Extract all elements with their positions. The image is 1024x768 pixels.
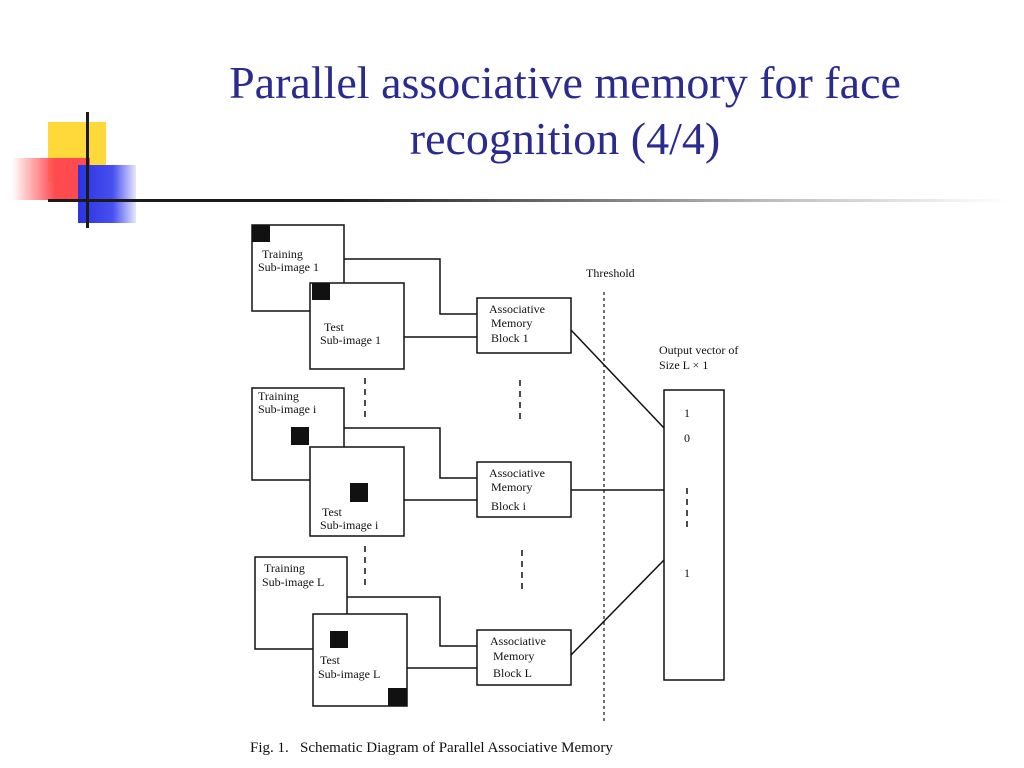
training-label-L-line2: Sub-image L: [262, 575, 324, 589]
decorative-vertical-line: [86, 112, 89, 228]
test-label-1-line2: Sub-image 1: [320, 333, 381, 347]
test-label-L-line2: Sub-image L: [318, 667, 380, 681]
test-label-i-line1: Test: [322, 505, 342, 519]
figure-caption: Fig. 1. Schematic Diagram of Parallel As…: [250, 740, 613, 756]
output-vector-label-line2: Size L × 1: [659, 358, 708, 372]
connector-output-L: [570, 559, 665, 656]
connector-training-i: [344, 427, 477, 479]
pixel-marker-test-i: [350, 483, 368, 502]
decorative-red-bar: [12, 158, 90, 200]
test-label-L-line1: Test: [320, 653, 340, 667]
pixel-marker-training-i: [291, 427, 309, 445]
block-label-L-line3: Block L: [493, 666, 532, 680]
connector-training-1: [344, 258, 477, 315]
threshold-label: Threshold: [586, 266, 635, 280]
block-label-i-line2: Memory: [491, 480, 532, 494]
associative-memory-block-1: [476, 297, 572, 354]
block-label-L-line1: Associative: [490, 634, 546, 648]
pixel-marker-training-L: [330, 631, 348, 648]
block-label-i-line3: Block i: [491, 499, 527, 513]
training-label-1-line1: Training: [262, 247, 303, 261]
pixel-marker-training-1: [252, 225, 270, 242]
block-label-1-line2: Memory: [491, 316, 532, 330]
test-label-1-line1: Test: [324, 320, 344, 334]
training-sub-image-box-1: [251, 224, 345, 312]
output-value-3: 1: [684, 566, 690, 580]
training-label-L-line1: Training: [264, 561, 305, 575]
block-label-L-line2: Memory: [493, 649, 534, 663]
slide-title-line2: recognition (4/4): [409, 113, 721, 164]
connector-training-L: [347, 596, 477, 647]
output-vector-label-line1: Output vector of: [659, 343, 738, 357]
associative-memory-block-L: [476, 629, 572, 686]
test-label-i-line2: Sub-image i: [320, 518, 379, 532]
training-label-i-line1: Training: [258, 389, 299, 403]
slide-title-line1: Parallel associative memory for face: [229, 57, 901, 108]
block-label-i-line1: Associative: [489, 466, 545, 480]
block-label-1-line3: Block 1: [491, 331, 529, 345]
connector-output-1: [570, 329, 665, 429]
test-sub-image-box-1: [309, 282, 405, 370]
block-label-1-line1: Associative: [489, 302, 545, 316]
title-underline: [48, 199, 1008, 202]
training-sub-image-box-L: [254, 556, 348, 650]
training-label-i-line2: Sub-image i: [258, 402, 317, 416]
pixel-marker-test-L: [388, 688, 407, 706]
pixel-marker-test-1: [312, 283, 330, 300]
training-label-1-line2: Sub-image 1: [258, 260, 319, 274]
output-value-1: 1: [684, 406, 690, 420]
slide-title: Parallel associative memory for face rec…: [140, 55, 990, 167]
output-vector-box: [663, 389, 725, 681]
training-sub-image-box-i: [251, 387, 345, 481]
output-value-2: 0: [684, 431, 690, 445]
